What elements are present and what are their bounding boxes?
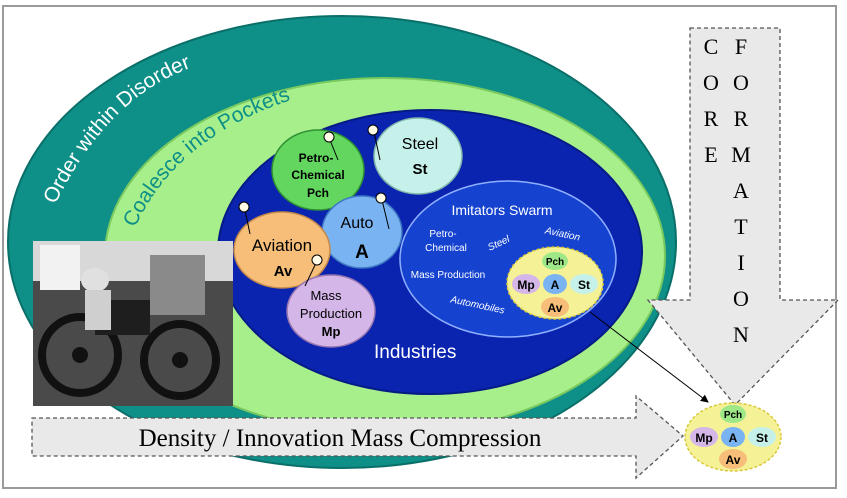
- compressed-pch: Pch: [724, 410, 742, 421]
- compressed-cluster: Pch Mp A St Av: [684, 402, 782, 472]
- node-steel: Steel St: [373, 117, 463, 195]
- mass-production-line2: Production: [300, 306, 362, 321]
- core-letter-2: R: [704, 106, 719, 131]
- formation-letter-0: F: [735, 34, 747, 59]
- cluster-mp: Mp: [517, 278, 534, 292]
- steel-abbr: St: [413, 161, 428, 178]
- compression-label: Density / Innovation Mass Compression: [139, 425, 542, 452]
- core-letter-3: E: [704, 142, 717, 167]
- petrochemical-line1: Petro-: [299, 151, 334, 165]
- compressed-av: Av: [726, 453, 741, 467]
- steel-name: Steel: [402, 136, 438, 153]
- compressed-mp: Mp: [695, 431, 712, 445]
- connector-arrow: [589, 311, 709, 403]
- auto-name: Auto: [341, 215, 374, 232]
- compression-arrow: Density / Innovation Mass Compression: [31, 394, 684, 480]
- core-letter-1: O: [703, 70, 719, 95]
- imitators-title: Imitators Swarm: [451, 202, 552, 218]
- formation-letter-3: M: [731, 142, 751, 167]
- mass-production-line1: Mass: [310, 288, 342, 303]
- cluster-a: A: [551, 278, 560, 292]
- formation-letter-1: O: [733, 70, 749, 95]
- formation-letter-8: N: [733, 322, 749, 347]
- cluster-st: St: [578, 278, 590, 292]
- cluster-av: Av: [548, 301, 563, 315]
- formation-letter-5: T: [734, 214, 748, 239]
- imitators-mass-production: Mass Production: [411, 270, 485, 281]
- formation-letter-6: I: [737, 250, 744, 275]
- cluster-pch: Pch: [546, 257, 564, 268]
- compressed-st: St: [756, 431, 768, 445]
- node-mass-production: Mass Production Mp: [286, 274, 376, 348]
- aviation-name: Aviation: [252, 236, 312, 255]
- node-auto: Auto A: [321, 195, 403, 269]
- formation-letter-4: A: [733, 178, 749, 203]
- factory-photo: [33, 241, 233, 406]
- imitators-petro-line2: Chemical: [425, 243, 467, 254]
- node-petrochemical: Petro- Chemical Pch: [271, 129, 365, 211]
- imitators-petro-line1: Petro-: [429, 229, 456, 240]
- auto-abbr: A: [355, 242, 369, 263]
- core-letter-0: C: [704, 34, 719, 59]
- imitators-cluster: Pch Mp A St Av: [506, 246, 604, 320]
- formation-letter-2: R: [734, 106, 749, 131]
- petrochemical-abbr: Pch: [307, 186, 329, 200]
- pin-markers: [238, 124, 390, 287]
- imitators-swarm: Imitators Swarm Petro- Chemical Steel Av…: [399, 180, 617, 338]
- aviation-abbr: Av: [274, 263, 293, 280]
- formation-letter-7: O: [733, 286, 749, 311]
- petrochemical-line2: Chemical: [291, 168, 344, 182]
- compressed-a: A: [729, 431, 738, 445]
- mass-production-abbr: Mp: [322, 324, 341, 339]
- inner-ring-label: Industries: [374, 342, 456, 363]
- node-aviation: Aviation Av: [233, 211, 331, 289]
